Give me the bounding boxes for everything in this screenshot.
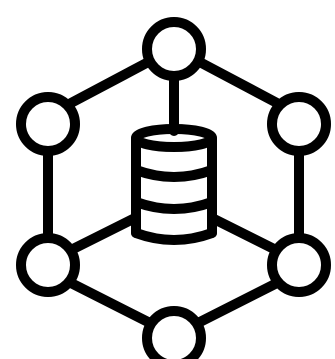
network-nodes <box>16 17 331 359</box>
node-upper-right <box>267 92 331 156</box>
edge-top-to-upper-right <box>189 54 282 108</box>
database-ring-1 <box>131 165 217 182</box>
database-cylinder <box>131 124 217 245</box>
edge-top-to-upper-left <box>66 54 159 108</box>
node-bottom <box>142 306 206 359</box>
network-edges <box>43 54 304 330</box>
database-ring-2 <box>131 197 217 214</box>
database-bottom <box>131 228 217 245</box>
database-top <box>131 124 217 152</box>
node-upper-left <box>16 92 80 156</box>
spoke-lower-left <box>66 214 138 255</box>
node-lower-right <box>267 233 331 297</box>
node-lower-left <box>16 233 80 297</box>
spoke-lower-right <box>209 214 281 255</box>
edge-lower-left-to-bottom <box>66 278 159 330</box>
edge-lower-right-to-bottom <box>189 278 282 330</box>
database-spokes <box>66 73 281 255</box>
node-top <box>142 17 206 81</box>
